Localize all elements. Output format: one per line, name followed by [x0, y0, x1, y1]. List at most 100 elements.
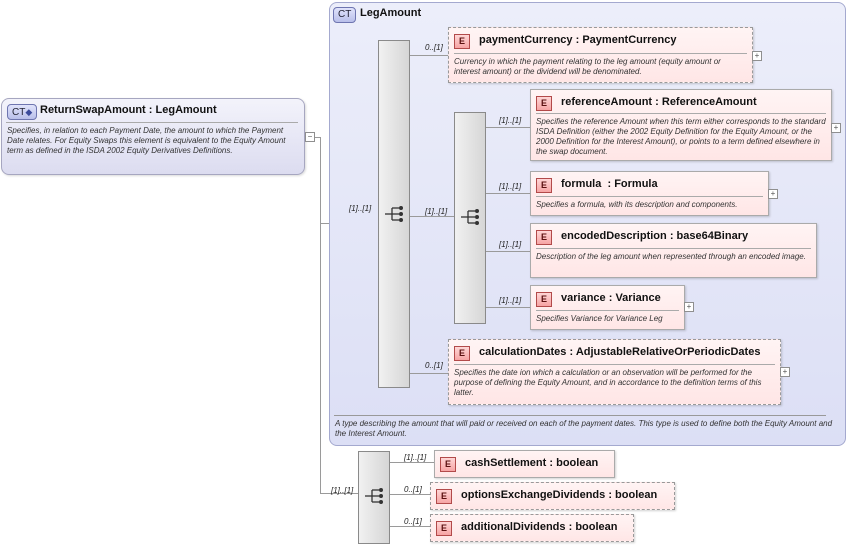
element-separator	[536, 113, 826, 114]
bottom-seq-branch-1	[388, 462, 434, 463]
outer-seq-branch-2	[408, 216, 454, 217]
root-element-title: ReturnSwapAmount : LegAmount	[40, 104, 217, 116]
bottom-seq-branch-2	[388, 494, 430, 495]
bottom-seq-branch-3	[388, 526, 430, 527]
inner-seq-branch-4	[484, 307, 530, 308]
sequence-icon	[365, 488, 383, 504]
calculation-dates-cardinality: 0..[1]	[425, 361, 443, 370]
type-colon: :	[608, 489, 612, 501]
type-colon: :	[669, 230, 674, 242]
calculation-dates-element[interactable]: E calculationDates : AdjustableRelativeO…	[448, 339, 781, 405]
element-badge: E	[536, 96, 552, 111]
root-element-type: LegAmount	[155, 104, 217, 116]
element-type: boolean	[575, 521, 618, 533]
element-badge: E	[440, 457, 456, 472]
cash-settlement-cardinality: [1]..[1]	[404, 453, 427, 462]
reference-amount-cardinality: [1]..[1]	[499, 116, 522, 125]
type-colon: :	[568, 521, 573, 533]
bottom-sequence-compositor[interactable]	[358, 451, 390, 544]
element-description: Specifies a formula, with its descriptio…	[536, 200, 738, 209]
expand-icon[interactable]: +	[684, 302, 694, 312]
payment-currency-element[interactable]: E paymentCurrency : PaymentCurrency Curr…	[448, 27, 753, 83]
element-type: Formula	[614, 178, 658, 190]
expand-icon[interactable]: +	[768, 189, 778, 199]
expand-icon[interactable]: +	[831, 123, 841, 133]
cash-settlement-element[interactable]: E cashSettlement : boolean	[434, 450, 615, 478]
outer-sequence-cardinality: [1]..[1]	[349, 204, 372, 213]
element-separator	[536, 310, 679, 311]
variance-element[interactable]: E variance : Variance Specifies Variance…	[530, 285, 685, 330]
additional-dividends-cardinality: 0..[1]	[404, 517, 422, 526]
element-badge: E	[436, 489, 452, 504]
element-type: base64Binary	[676, 230, 749, 242]
element-name: variance	[561, 292, 606, 304]
collapse-icon[interactable]: −	[305, 132, 315, 142]
element-description: Specifies the reference Amount when this…	[536, 117, 826, 156]
diamond-icon: ◆	[25, 107, 33, 117]
outer-seq-branch-1	[408, 55, 448, 56]
expand-icon[interactable]: +	[780, 367, 790, 377]
complex-type-badge: CT	[333, 7, 357, 23]
element-description: Description of the leg amount when repre…	[536, 252, 806, 261]
inner-seq-branch-3	[484, 251, 530, 252]
outer-seq-branch-3	[408, 373, 448, 374]
sequence-icon	[461, 209, 479, 225]
element-title: variance : Variance	[561, 292, 661, 304]
connector-to-bottom-seq	[320, 493, 358, 494]
element-title: referenceAmount : ReferenceAmount	[561, 96, 757, 108]
element-separator	[536, 248, 811, 249]
element-type: Variance	[615, 292, 661, 304]
element-type: PaymentCurrency	[582, 34, 677, 46]
complex-type-description: A type describing the amount that will p…	[335, 419, 833, 438]
element-description: Specifies Variance for Variance Leg	[536, 314, 663, 323]
element-type: ReferenceAmount	[661, 96, 757, 108]
inner-seq-branch-2	[484, 193, 530, 194]
element-name: additionalDividends	[461, 521, 566, 533]
element-separator	[536, 196, 763, 197]
complex-type-title: LegAmount	[360, 7, 422, 19]
element-separator	[454, 364, 775, 365]
root-element-name: ReturnSwapAmount	[40, 104, 146, 116]
element-title: paymentCurrency : PaymentCurrency	[479, 34, 677, 46]
root-description: Specifies, in relation to each Payment D…	[7, 126, 286, 155]
element-title: optionsExchangeDividends : boolean	[461, 489, 657, 501]
element-type: AdjustableRelativeOrPeriodicDates	[575, 346, 761, 358]
element-badge: E	[436, 521, 452, 536]
element-type: boolean	[615, 489, 658, 501]
element-title: encodedDescription : base64Binary	[561, 230, 748, 242]
element-description: Currency in which the payment relating t…	[454, 57, 721, 76]
element-badge: E	[454, 34, 470, 49]
type-colon: :	[608, 292, 613, 304]
element-badge: E	[536, 230, 552, 245]
element-name: optionsExchangeDividends	[461, 489, 606, 501]
root-ct-badge-text: CT	[12, 107, 26, 118]
additional-dividends-element[interactable]: E additionalDividends : boolean	[430, 514, 634, 542]
formula-element[interactable]: E formula : Formula Specifies a formula,…	[530, 171, 769, 216]
options-exchange-dividends-element[interactable]: E optionsExchangeDividends : boolean	[430, 482, 675, 510]
element-title: cashSettlement : boolean	[465, 457, 598, 469]
element-title: calculationDates : AdjustableRelativeOrP…	[479, 346, 760, 358]
element-name: formula	[561, 178, 602, 190]
encoded-description-cardinality: [1]..[1]	[499, 240, 522, 249]
encoded-description-element[interactable]: E encodedDescription : base64Binary Desc…	[530, 223, 817, 278]
root-element-box[interactable]	[1, 98, 305, 175]
type-colon: :	[549, 457, 554, 469]
inner-sequence-compositor[interactable]	[454, 112, 486, 324]
element-badge: E	[536, 292, 552, 307]
sequence-icon	[385, 206, 403, 222]
inner-sequence-cardinality: [1]..[1]	[425, 207, 448, 216]
root-desc-separator	[6, 122, 298, 123]
expand-icon[interactable]: +	[752, 51, 762, 61]
payment-currency-cardinality: 0..[1]	[425, 43, 443, 52]
element-name: referenceAmount	[561, 96, 653, 108]
element-title: formula : Formula	[561, 178, 658, 190]
element-badge: E	[536, 178, 552, 193]
connector-root-trunk	[320, 137, 321, 493]
element-name: calculationDates	[479, 346, 567, 358]
type-colon: :	[148, 104, 153, 116]
type-colon: :	[569, 346, 574, 358]
inner-seq-branch-1	[484, 127, 530, 128]
options-exchange-dividends-cardinality: 0..[1]	[404, 485, 422, 494]
element-name: paymentCurrency	[479, 34, 573, 46]
reference-amount-element[interactable]: E referenceAmount : ReferenceAmount Spec…	[530, 89, 832, 161]
